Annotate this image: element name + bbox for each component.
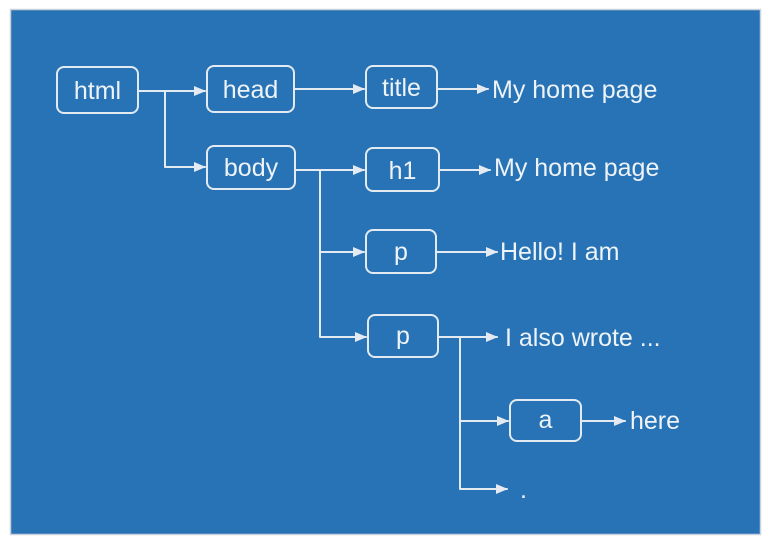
node-box-head [206,65,295,113]
leaf-text-p2: I also wrote ... [505,324,661,352]
node-box-p2 [367,314,439,358]
edge-body-p2 [319,251,367,342]
node-label-head: head [223,76,279,104]
leaf-text-p1: Hello! I am [500,238,619,266]
node-box-p1 [365,229,437,274]
leaf-text-a: here [630,407,680,435]
node-label-body: body [224,154,279,182]
edge-p2-tail [459,420,508,494]
node-box-title [365,65,438,109]
leaf-text-title: My home page [492,76,657,104]
leaf-text-tail: . [520,476,527,504]
node-label-title: title [382,74,421,102]
node-label-a: a [539,406,553,434]
node-box-body [206,145,296,190]
node-label-h1: h1 [389,157,417,185]
node-label-html: html [74,77,121,105]
node-label-p1: p [394,238,408,266]
element-nodes [56,65,582,442]
node-box-h1 [365,147,440,192]
node-label-p2: p [396,322,410,350]
edge-html-body [164,90,206,172]
connectors [137,84,626,494]
node-box-a [509,399,582,442]
node-box-html [56,66,139,114]
leaf-text-h1: My home page [494,154,659,182]
